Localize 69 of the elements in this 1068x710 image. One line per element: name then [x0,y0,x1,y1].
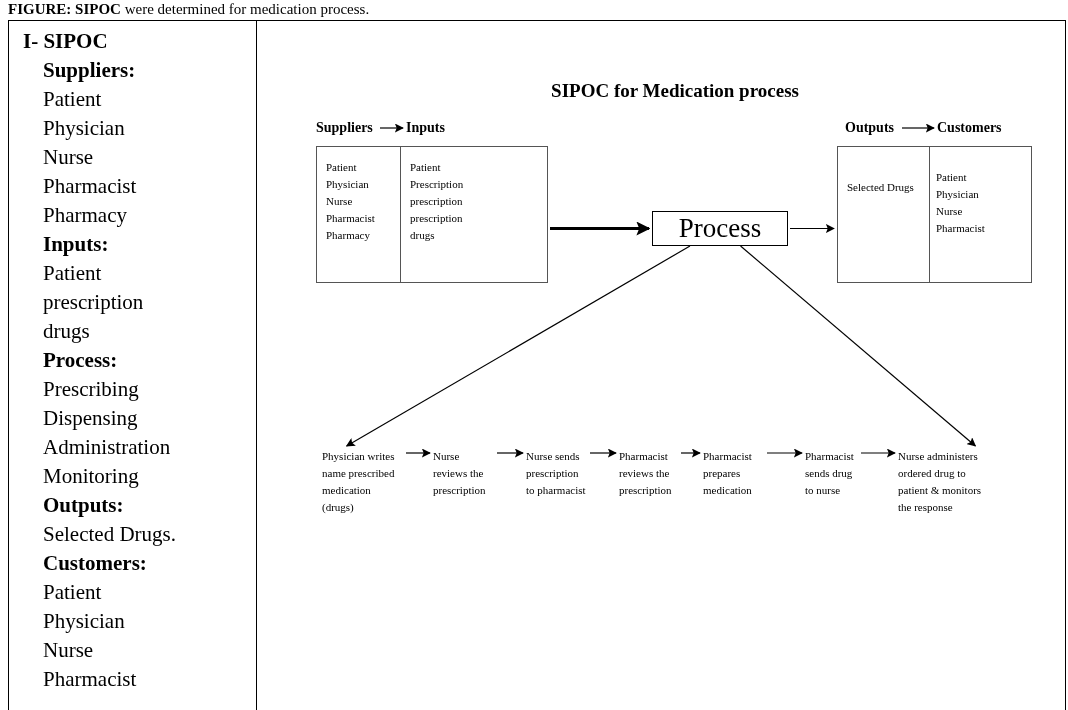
list-item: Pharmacy [326,228,371,243]
section-heading: Outputs: [42,492,125,519]
list-item: Patient [410,160,442,175]
list-item: prescription [410,211,464,226]
list-item: Dispensing [42,405,139,432]
heading-label: Suppliers [316,119,374,137]
list-item: Pharmacy [42,202,128,229]
arrow [901,123,935,133]
heading-label: Inputs [406,119,446,137]
list-item: Pharmacist [326,211,376,226]
arrow [345,245,691,447]
list-item: drugs [42,318,91,345]
list-item: prescription [42,289,145,316]
arrow [860,448,896,458]
list-item: Physician [936,187,980,202]
list-item: Physician [42,608,126,635]
arrow [789,224,835,233]
step-text: Nurse administers ordered drug to patient & monitors the response [898,449,983,515]
section-heading: Process: [42,347,119,374]
list-item: Monitoring [42,463,140,490]
figure-caption: FIGURE: SIPOC were determined for medication process. [8,0,370,18]
list-item: Physician [326,177,370,192]
step-text: Physician writes name prescribed medication (drugs) [322,449,396,515]
arrow [589,448,617,458]
list-item: Patient [326,160,358,175]
list-item: Prescription [410,177,465,192]
list-item: Selected Drugs. [42,521,177,548]
heading-label: Customers [937,119,1003,137]
sipoc-column-box [929,146,1032,283]
list-item: Nurse [326,194,354,209]
list-item: prescription [410,194,464,209]
step-text: Pharmacist prepares medication [703,449,753,498]
section-heading: Customers: [42,550,148,577]
arrow [739,245,977,447]
list-item: Pharmacist [42,173,138,200]
arrow [496,448,524,458]
list-item: Pharmacist [936,221,986,236]
step-text: Pharmacist sends drug to nurse [805,449,855,498]
heading-label: Outputs [845,119,896,137]
arrow [379,123,404,133]
list-item: Prescribing [42,376,140,403]
arrow [405,448,431,458]
arrow [680,448,701,458]
process-label: Process [678,213,762,244]
arrow [550,221,651,236]
list-item: Selected Drugs [847,180,915,195]
sipoc-column-box [400,146,548,283]
sipoc-column-box [837,146,930,283]
list-item: Patient [42,86,103,113]
list-item: Nurse [936,204,964,219]
list-item: Administration [42,434,172,461]
list-item: Pharmacist [42,666,138,693]
list-item: Patient [936,170,968,185]
sipoc-column-box [316,146,401,283]
step-text: Nurse sends prescription to pharmacist [526,449,587,498]
list-item: Nurse [42,144,95,171]
step-text: Pharmacist reviews the prescription [619,449,673,498]
list-item: Nurse [42,637,95,664]
section-heading: I- SIPOC [23,28,109,55]
list-item: drugs [410,228,436,243]
process-box [652,211,788,246]
section-heading: Inputs: [42,231,110,258]
step-text: Nurse reviews the prescription [433,449,487,498]
list-item: Patient [42,260,103,287]
list-item: Patient [42,579,103,606]
diagram-title: SIPOC for Medication process [550,80,800,102]
section-heading: Suppliers: [42,57,137,84]
list-item: Physician [42,115,126,142]
arrow [766,448,803,458]
